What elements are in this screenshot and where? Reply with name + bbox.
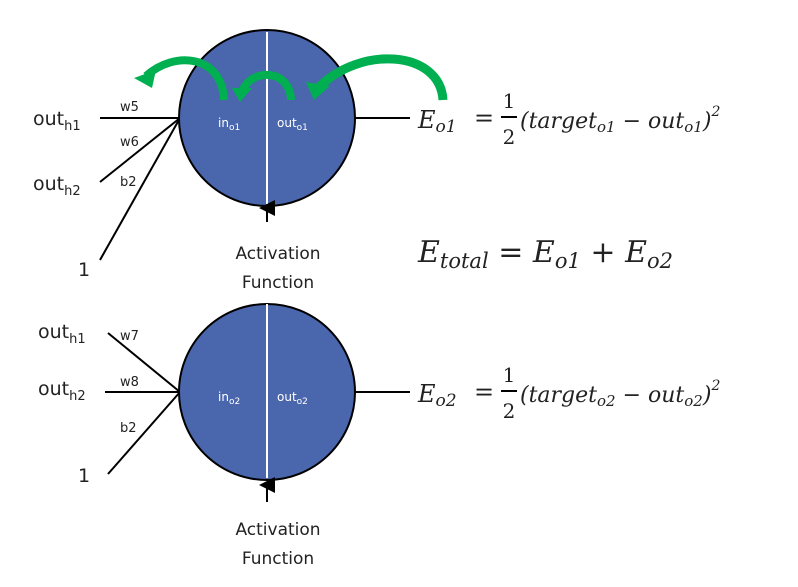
- error-o1-numerator: 1: [503, 89, 516, 113]
- weight-w8: w8: [120, 375, 139, 390]
- backprop-arrowhead-2: [232, 88, 252, 102]
- weight-b2: b2: [120, 175, 137, 190]
- out-o2-label: outo2: [277, 390, 308, 407]
- error-o1-symbol: Eo1: [417, 106, 457, 137]
- activation-label-line1: Activation: [235, 244, 320, 264]
- backprop-arrows: [134, 54, 448, 102]
- error-o2-equals: =: [474, 378, 494, 406]
- backprop-arrowhead-3: [134, 70, 156, 88]
- neuron-2: outh1 outh2 1 w7 w8 b2 ino2 outo2 Activa…: [38, 303, 410, 569]
- input-label-h1-2: outh1: [38, 321, 86, 347]
- weight-b2-2: b2: [120, 421, 137, 436]
- weight-w7: w7: [120, 329, 139, 344]
- backprop-arrow-error-to-out: [314, 54, 448, 101]
- input-line-w7: [107, 332, 181, 393]
- input-line-b2-2: [107, 391, 181, 475]
- input-line-b2: [99, 117, 181, 261]
- error-o1-formula: Eo1 = 1 2 (targeto1 − outo1)2: [417, 89, 720, 149]
- error-o1-equals: =: [474, 104, 494, 132]
- input-label-h1: outh1: [33, 108, 81, 134]
- error-o2-symbol: Eo2: [417, 380, 457, 411]
- weight-w5: w5: [120, 100, 139, 115]
- total-error-formula: Etotal = Eo1 + Eo2: [417, 235, 673, 273]
- out-o1-label: outo1: [277, 116, 308, 133]
- input-label-h2: outh2: [33, 173, 81, 199]
- backprop-arrowhead-1: [306, 82, 330, 100]
- weight-w6: w6: [120, 135, 139, 150]
- backprop-arrow-in-to-weights: [143, 56, 228, 101]
- input-label-h2-2: outh2: [38, 378, 86, 404]
- error-o2-formula: Eo2 = 1 2 (targeto2 − outo2)2: [417, 363, 720, 423]
- backprop-arrow-out-to-in: [238, 71, 295, 101]
- error-o2-expression: (targeto2 − outo2)2: [520, 378, 720, 410]
- total-error-expression: Etotal = Eo1 + Eo2: [417, 235, 673, 273]
- in-o2-label: ino2: [218, 390, 240, 407]
- in-o1-label: ino1: [218, 116, 240, 133]
- error-o2-numerator: 1: [503, 363, 516, 387]
- input-label-bias-2: 1: [78, 465, 90, 487]
- activation-label-2-line1: Activation: [235, 520, 320, 540]
- neuron-1: outh1 outh2 1 w5 w6 b2 ino1 outo1 Activa…: [33, 29, 448, 293]
- activation-label-line2: Function: [242, 273, 314, 293]
- error-o1-expression: (targeto1 − outo1)2: [520, 104, 720, 136]
- input-label-bias: 1: [78, 259, 90, 281]
- activation-label-2-line2: Function: [242, 549, 314, 569]
- error-o2-denominator: 2: [503, 399, 516, 423]
- error-o1-denominator: 2: [503, 125, 516, 149]
- input-line-w6: [99, 117, 181, 183]
